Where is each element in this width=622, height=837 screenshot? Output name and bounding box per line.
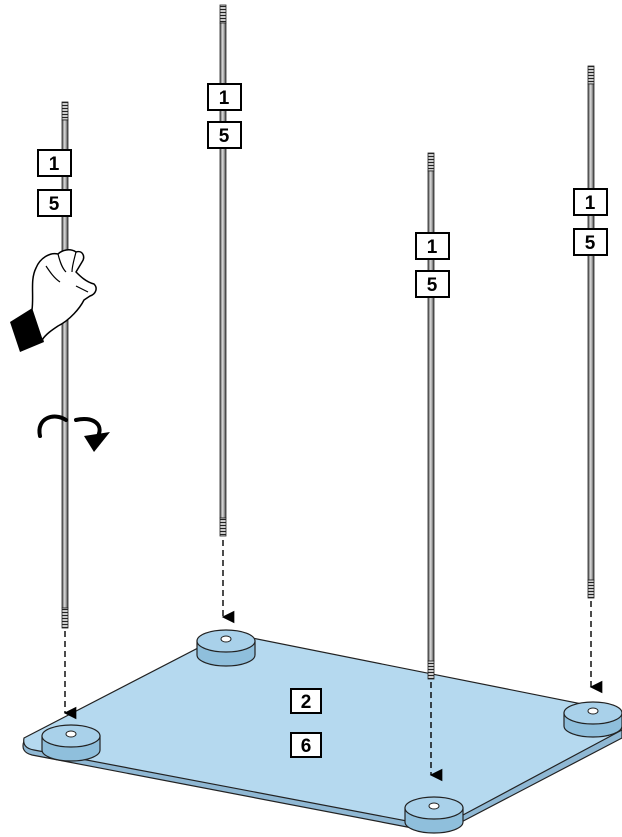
base-plate-top	[23, 632, 622, 827]
rod-left-label-1: 1	[37, 149, 72, 177]
svg-text:5: 5	[219, 126, 230, 147]
svg-text:2: 2	[301, 692, 312, 713]
foot-front	[404, 796, 464, 834]
rod-back-right	[587, 65, 595, 599]
svg-text:5: 5	[427, 275, 438, 296]
rod-left-label-5: 5	[37, 189, 72, 217]
svg-text:1: 1	[49, 154, 60, 175]
rod-back-right-label-5: 5	[573, 228, 608, 256]
rod-left	[61, 101, 69, 629]
svg-text:6: 6	[301, 736, 312, 757]
rod-back-left	[219, 4, 227, 537]
svg-text:5: 5	[49, 194, 60, 215]
rotate-arrow-icon	[37, 414, 110, 452]
base-plate	[22, 632, 622, 833]
foot-back-right	[563, 701, 622, 738]
svg-text:5: 5	[585, 233, 596, 254]
svg-text:1: 1	[585, 193, 596, 214]
rod-front-right-label-1: 1	[415, 232, 450, 260]
rod-front-right	[427, 152, 435, 680]
plate-label-6: 6	[290, 732, 322, 758]
svg-text:1: 1	[219, 88, 230, 109]
hand-icon	[10, 249, 97, 352]
rod-back-right-label-1: 1	[573, 188, 608, 216]
rod-back-left-label-1: 1	[207, 83, 242, 111]
foot-back-left	[196, 629, 256, 667]
rod-back-left-label-5: 5	[207, 121, 242, 149]
plate-label-2: 2	[290, 688, 322, 714]
rod-front-right-label-5: 5	[415, 270, 450, 298]
foot-left	[41, 724, 101, 762]
svg-text:1: 1	[427, 237, 438, 258]
